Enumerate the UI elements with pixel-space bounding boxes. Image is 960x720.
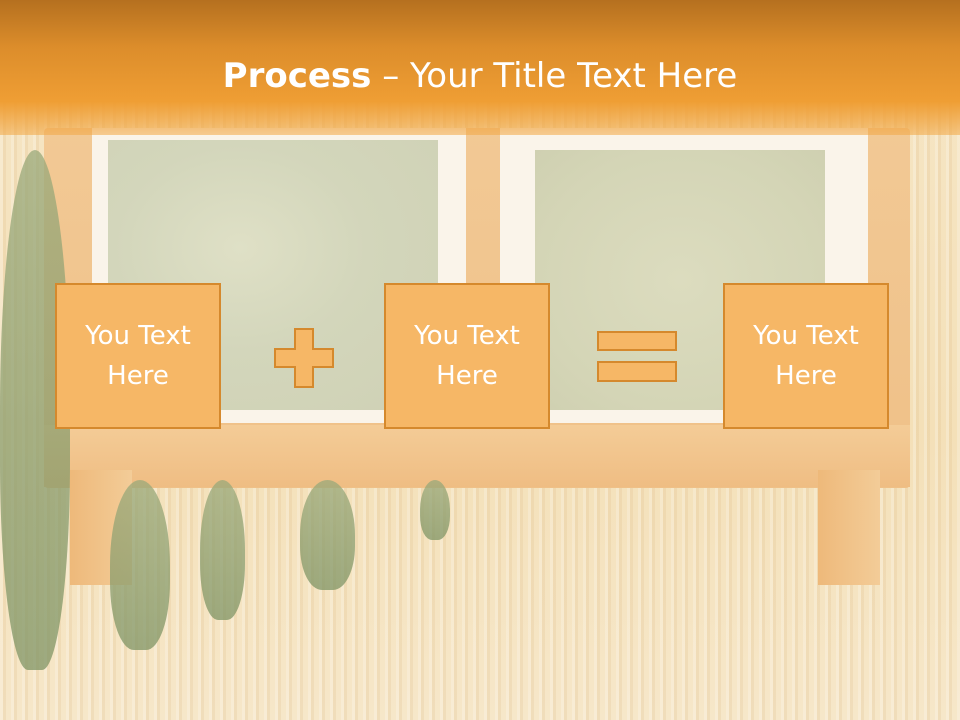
tray-leg-right <box>818 470 880 585</box>
process-step-1[interactable]: You Text Here <box>55 283 221 429</box>
tray-front-rail <box>44 425 910 487</box>
process-step-2[interactable]: You Text Here <box>384 283 550 429</box>
fern-leaf <box>300 480 355 590</box>
fern-leaf <box>420 480 450 540</box>
title-text: Your Title Text Here <box>410 56 738 96</box>
plus-icon <box>274 328 334 388</box>
header-band <box>0 0 960 135</box>
title-separator: – <box>371 56 411 96</box>
equals-icon <box>597 331 677 382</box>
step-3-text: You Text Here <box>753 321 859 391</box>
process-step-3[interactable]: You Text Here <box>723 283 889 429</box>
slide-title[interactable]: Process – Your Title Text Here <box>0 56 960 96</box>
title-bold: Process <box>222 56 372 96</box>
fern-leaf <box>200 480 245 620</box>
fern-leaf <box>110 480 170 650</box>
step-1-text: You Text Here <box>85 321 191 391</box>
step-2-text: You Text Here <box>414 321 520 391</box>
